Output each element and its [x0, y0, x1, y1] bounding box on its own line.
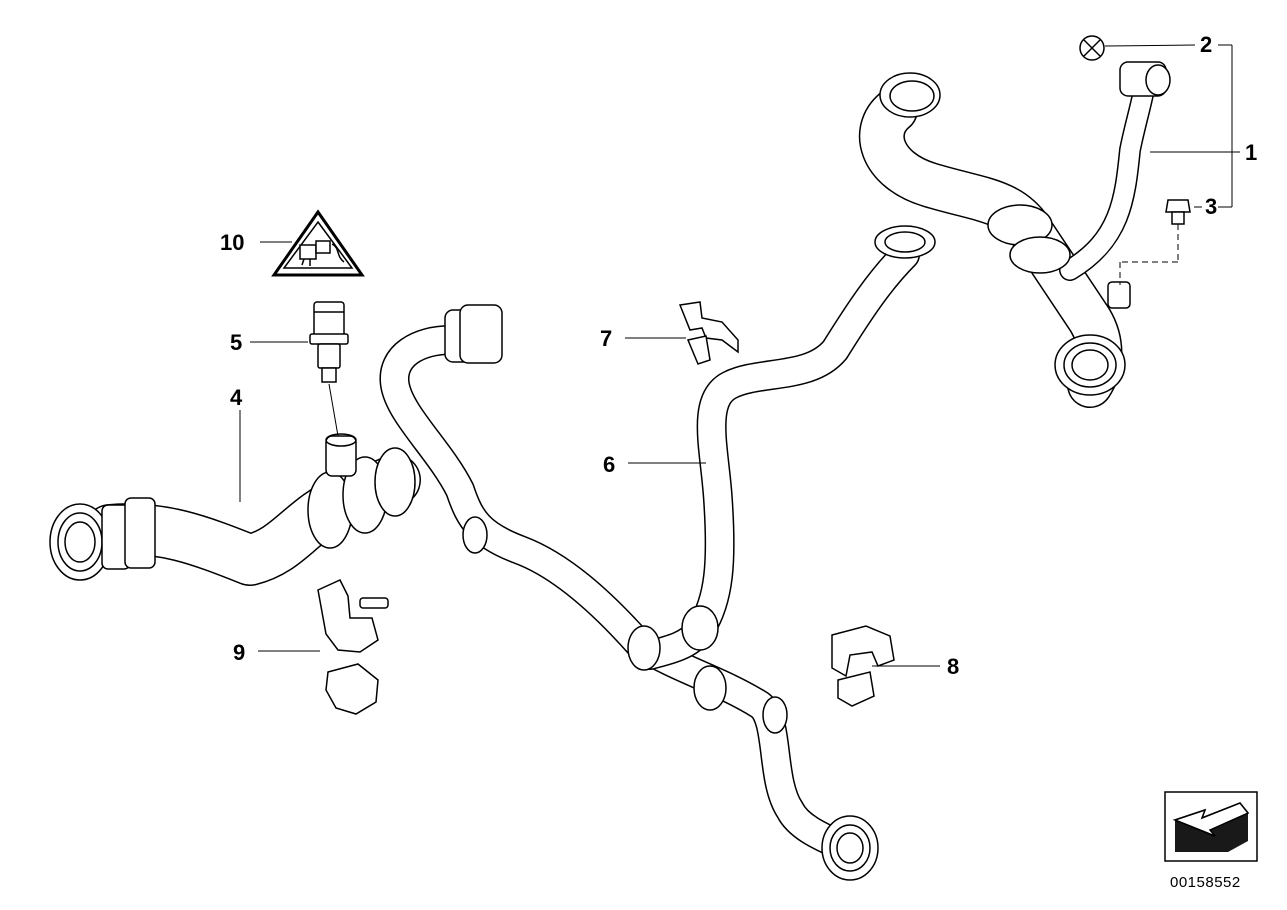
part-8-clip: [831, 625, 940, 707]
callout-4: 4: [230, 385, 243, 410]
navigation-box[interactable]: [1164, 791, 1258, 862]
part-9-clip: [258, 579, 389, 715]
part-7-clip: [625, 301, 739, 365]
part-10-warning-label: [260, 209, 365, 277]
callout-3: 3: [1205, 194, 1217, 219]
part-2-clip: [1079, 35, 1196, 61]
part-3-screw: [1119, 199, 1202, 285]
callout-10: 10: [220, 230, 244, 255]
direction-arrow-icon: [1172, 802, 1250, 852]
callout-7: 7: [600, 326, 612, 351]
callout-9: 9: [233, 640, 245, 665]
part-4-hose: [49, 410, 421, 586]
callout-6: 6: [603, 452, 615, 477]
part-5-temperature-sensor: [250, 301, 349, 437]
reference-number: 00158552: [1170, 874, 1241, 891]
part-1-hose-assembly: [858, 61, 1171, 408]
callout-1: 1: [1245, 140, 1257, 165]
callout-2: 2: [1200, 32, 1212, 57]
callout-8: 8: [947, 654, 959, 679]
part-6-hose: [379, 225, 936, 881]
hot-hose-warning-icon: [299, 240, 345, 266]
callout-5: 5: [230, 330, 242, 355]
